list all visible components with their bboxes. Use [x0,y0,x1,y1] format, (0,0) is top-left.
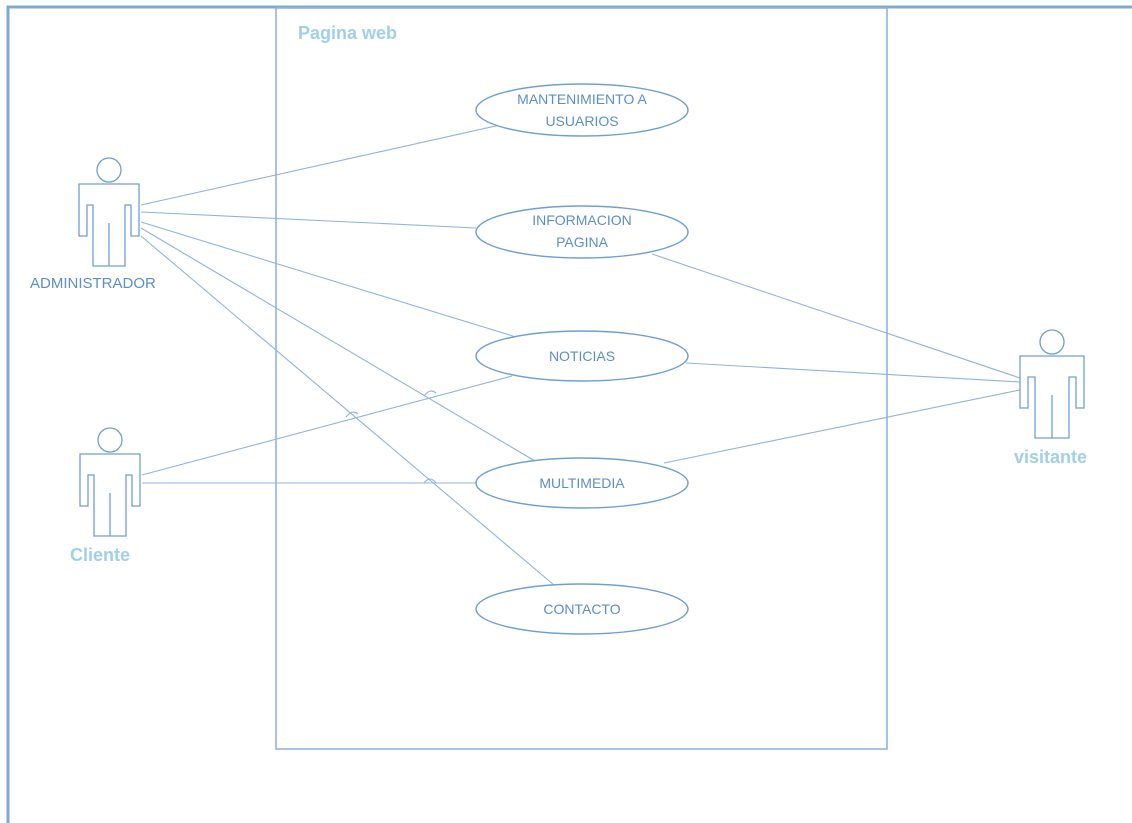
line-jump-marker [423,478,437,484]
association-admin-multimedia [140,227,541,465]
actor-label-cliente: Cliente [70,545,130,565]
use-case-ellipse [475,205,689,259]
line-jump-marker [345,411,359,418]
use-case-label-line1: MANTENIMIENTO A [517,91,647,107]
actor-visitante[interactable] [1019,329,1085,439]
actor-head [97,427,123,453]
actor-label-visitante: visitante [1014,447,1087,467]
use-case-label: CONTACTO [543,601,620,617]
use-case-label-line2: USUARIOS [545,113,618,129]
use-case-label-line2: PAGINA [556,234,609,250]
association-visitante-noticias [685,362,1021,383]
line-jump-marker [423,390,437,397]
actor-head [1039,329,1065,355]
use-case-mantenimiento-usuarios[interactable]: MANTENIMIENTO A USUARIOS [475,83,689,137]
use-case-ellipse [475,330,689,382]
use-case-noticias[interactable]: NOTICIAS [475,330,689,382]
actor-label-administrador: ADMINISTRADOR [30,275,156,292]
actor-head [96,157,122,183]
association-visitante-multimedia [663,389,1021,464]
use-case-label: MULTIMEDIA [539,475,625,491]
page-frame [6,5,1132,823]
use-case-ellipse [475,83,689,137]
use-case-informacion-pagina[interactable]: INFORMACION PAGINA [475,205,689,259]
actor-cliente[interactable] [79,427,141,537]
use-case-ellipse [475,457,689,509]
use-case-label: NOTICIAS [549,348,615,364]
system-boundary [275,7,888,750]
actor-administrador[interactable] [78,157,140,267]
use-case-label-line1: INFORMACION [532,212,632,228]
association-admin-informacion [140,211,477,229]
association-cliente-noticias [141,375,513,476]
use-case-contacto[interactable]: CONTACTO [475,583,689,635]
association-visitante-informacion [651,253,1021,379]
use-case-ellipse [475,583,689,635]
association-admin-mantenimiento [140,124,501,206]
association-admin-noticias [140,221,517,338]
use-case-multimedia[interactable]: MULTIMEDIA [475,457,689,509]
system-title: Pagina web [298,23,397,43]
association-admin-contacto [140,235,555,586]
